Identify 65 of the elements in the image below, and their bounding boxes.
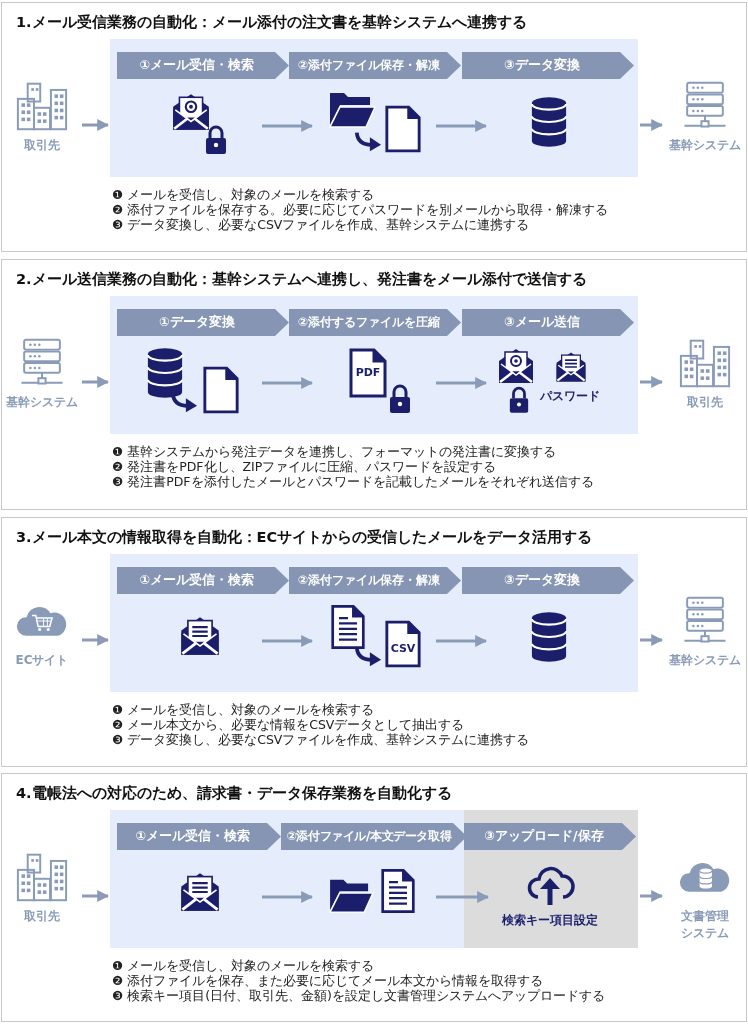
section-panel [1,773,747,1022]
system-label: 文書管理システム [680,908,730,942]
step-description: ❶ 基幹システムから発注データを連携し、フォーマットの発注書に変換する [112,444,557,459]
section-panel [1,2,747,252]
process-band [110,296,638,434]
step-header: ①メール受信・検索 [117,823,281,850]
arrow [436,120,488,132]
highlight-area [464,810,638,948]
system-label: 取引先 [23,137,61,154]
file-type-label: CSV [389,642,417,655]
system-label: 取引先 [686,394,724,411]
step-description: ❸ データ変換し、必要なCSVファイルを作成、基幹システムに連携する [112,217,530,232]
arrow [436,377,488,389]
step-header: ③メール送信 [462,309,634,336]
section-title: 1.メール受信業務の自動化：メール添付の注文書を基幹システムへ連携する [16,13,527,32]
arrow [82,119,110,131]
arrow [262,120,314,132]
step-description: ❶ メールを受信し、対象のメールを検索する [112,958,375,973]
section-title: 2.メール送信業務の自動化：基幹システムへ連携し、発注書をメール添付で送信する [16,270,587,289]
file-type-label: PDF [354,366,382,379]
step-description: ❸ 検索キー項目(日付、取引先、金額)を設定し文書管理システムへアップロードする [112,988,605,1003]
system-label: 基幹システム [5,394,79,411]
process-band [110,810,638,948]
icon-caption: パスワード [539,388,601,405]
arrow [82,634,110,646]
step-description: ❷ 発注書をPDF化し、ZIPファイルに圧縮、パスワードを設定する [112,459,497,474]
step-header: ②添付するファイルを圧縮 [289,309,461,336]
arrow [82,376,110,388]
section-title: 3.メール本文の情報取得を自動化：ECサイトからの受信したメールをデータ活用する [16,528,593,547]
step-description: ❷ 添付ファイルを保存、また必要に応じてメール本文から情報を取得する [112,973,544,988]
step-header: ③データ変換 [462,567,634,594]
system-label: 取引先 [23,908,61,925]
arrow [436,891,490,903]
section-title: 4.電帳法への対応のため、請求書・データ保存業務を自動化する [16,784,452,803]
arrow [640,119,664,131]
process-band [110,554,638,692]
arrow [640,890,664,902]
step-header: ③アップロード/保存 [464,823,636,850]
step-description: ❶ メールを受信し、対象のメールを検索する [112,187,375,202]
step-description: ❸ データ変換し、必要なCSVファイルを作成、基幹システムに連携する [112,732,530,747]
step-header: ①データ変換 [117,309,289,336]
step-header: ②添付ファイル保存・解凍 [289,52,461,79]
system-label: 基幹システム [668,652,742,669]
step-header: ③データ変換 [462,52,634,79]
step-description: ❸ 発注書PDFを添付したメールとパスワードを記載したメールをそれぞれ送信する [112,474,594,489]
arrow [436,635,488,647]
system-label: 基幹システム [668,137,742,154]
arrow [262,635,314,647]
step-header: ②添付ファイル保存・解凍 [289,567,461,594]
section-panel [1,259,747,510]
system-label: ECサイト [14,652,70,669]
step-header: ①メール受信・検索 [117,52,289,79]
arrow [262,891,314,903]
process-band [110,39,638,177]
arrow [640,376,664,388]
step-description: ❶ メールを受信し、対象のメールを検索する [112,702,375,717]
icon-caption: 検索キー項目設定 [501,912,599,929]
arrow [262,377,314,389]
section-panel [1,517,747,767]
arrow [82,890,110,902]
step-header: ①メール受信・検索 [117,567,289,594]
arrow [640,634,664,646]
step-description: ❷ メール本文から、必要な情報をCSVデータとして抽出する [112,717,465,732]
step-description: ❷ 添付ファイルを保存する。必要に応じてパスワードを別メールから取得・解凍する [112,202,609,217]
step-header: ②添付ファイル/本文データ取得 [281,823,467,850]
